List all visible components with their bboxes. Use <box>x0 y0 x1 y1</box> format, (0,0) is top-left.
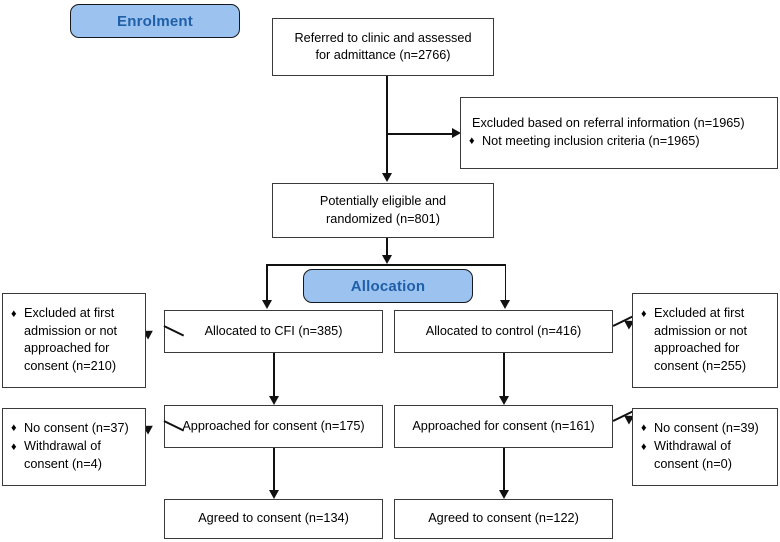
arrowhead-cfi-to-approached <box>268 396 279 405</box>
arrowhead-control-to-approached <box>498 396 509 405</box>
node-excluded-right-text: Excluded at first admission or not appro… <box>654 305 771 375</box>
phase-label-allocation-text: Allocation <box>350 277 426 295</box>
node-excluded-right-bullet: ♦ Excluded at first admission or not app… <box>640 305 771 375</box>
node-noconsent-right-content: ♦ No consent (n=39) ♦ Withdrawal of cons… <box>640 420 771 475</box>
node-noconsent-right: ♦ No consent (n=39) ♦ Withdrawal of cons… <box>632 408 778 486</box>
node-excluded-referral-content: Excluded based on referral information (… <box>468 115 771 151</box>
node-noconsent-left-content: ♦ No consent (n=37) ♦ Withdrawal of cons… <box>10 420 139 475</box>
node-excluded-referral-header: Excluded based on referral information (… <box>472 116 745 130</box>
node-randomized: Potentially eligible and randomized (n=8… <box>272 183 494 238</box>
node-noconsent-left-bullet-2-text: Withdrawal of consent (n=4) <box>24 438 139 473</box>
node-excluded-right: ♦ Excluded at first admission or not app… <box>632 293 778 388</box>
node-referred-to-clinic: Referred to clinic and assessed for admi… <box>272 18 494 76</box>
connector-allocation-split-right <box>504 264 507 304</box>
connector-control-to-approached <box>503 353 505 403</box>
node-allocated-cfi: Allocated to CFI (n=385) <box>164 310 383 353</box>
node-noconsent-right-bullet-1-line-1: No consent (n=39) <box>654 420 759 435</box>
node-excluded-right-content: ♦ Excluded at first admission or not app… <box>640 305 771 376</box>
node-referred-line-1: Referred to clinic and assessed <box>294 30 472 45</box>
node-noconsent-right-bullet-2-line-1: Withdrawal of <box>654 439 731 454</box>
node-noconsent-right-bullet-1-text: No consent (n=39) <box>654 420 771 438</box>
node-excluded-referral-bullet-1: ♦ Not meeting inclusion criteria (n=1965… <box>468 133 771 151</box>
diamond-bullet-icon: ♦ <box>641 422 647 435</box>
diamond-bullet-icon: ♦ <box>11 422 17 435</box>
node-excluded-referral-bullet-1-text: Not meeting inclusion criteria (n=1965) <box>482 133 700 148</box>
node-excluded-left-line-4: consent (n=210) <box>24 358 117 373</box>
node-noconsent-left: ♦ No consent (n=37) ♦ Withdrawal of cons… <box>2 408 146 486</box>
arrowhead-allocation-left <box>261 300 272 309</box>
connector-allocation-split-left <box>266 264 268 304</box>
node-excluded-left-bullet: ♦ Excluded at first admission or not app… <box>10 305 139 375</box>
connector-approached-control-to-agreed <box>503 448 505 492</box>
node-excluded-right-line-1: Excluded at first <box>654 306 745 320</box>
node-randomized-line-2: randomized (n=801) <box>326 211 440 226</box>
node-excluded-left-content: ♦ Excluded at first admission or not app… <box>10 305 139 376</box>
diamond-bullet-icon: ♦ <box>469 135 475 147</box>
arrowhead-approached-cfi-to-agreed <box>268 490 279 499</box>
node-allocated-control-label: Allocated to control (n=416) <box>425 323 582 338</box>
node-randomized-line-1: Potentially eligible and <box>319 194 447 208</box>
node-agreed-cfi-label: Agreed to consent (n=134) <box>198 511 349 526</box>
node-noconsent-right-bullet-1: ♦ No consent (n=39) <box>640 420 771 438</box>
connector-referred-to-excluded <box>386 133 456 135</box>
node-allocated-control: Allocated to control (n=416) <box>394 310 613 353</box>
connector-randomized-stem <box>386 238 388 262</box>
node-excluded-referral: Excluded based on referral information (… <box>460 97 778 169</box>
connector-approached-cfi-to-agreed <box>273 448 275 492</box>
arrowhead-allocation-right <box>500 300 510 309</box>
connector-allocation-split-bar <box>266 264 506 266</box>
node-noconsent-left-bullet-2-line-2: consent (n=4) <box>24 456 102 471</box>
arrowhead-referred-to-excluded <box>452 128 461 138</box>
node-excluded-left-line-2: admission or not <box>24 323 118 338</box>
arrowhead-randomized-stem <box>381 255 392 264</box>
diamond-bullet-icon: ♦ <box>641 307 647 320</box>
node-noconsent-left-bullet-2: ♦ Withdrawal of consent (n=4) <box>10 438 139 473</box>
node-agreed-control-label: Agreed to consent (n=122) <box>428 511 579 526</box>
arrowhead-approached-control-to-agreed <box>498 490 509 499</box>
node-excluded-left: ♦ Excluded at first admission or not app… <box>2 293 146 388</box>
node-noconsent-left-bullet-1: ♦ No consent (n=37) <box>10 420 139 438</box>
node-noconsent-right-bullet-2-text: Withdrawal of consent (n=0) <box>654 438 771 473</box>
node-approached-cfi: Approached for consent (n=175) <box>164 405 383 448</box>
node-approached-cfi-label: Approached for consent (n=175) <box>182 418 365 433</box>
node-excluded-right-line-4: consent (n=255) <box>654 358 747 373</box>
connector-referred-to-randomized <box>386 76 388 175</box>
node-excluded-right-line-3: approached for <box>654 341 740 355</box>
node-excluded-left-line-3: approached for <box>24 341 110 355</box>
node-excluded-left-line-1: Excluded at first <box>24 306 115 320</box>
phase-label-enrolment: Enrolment <box>70 4 240 38</box>
node-approached-control: Approached for consent (n=161) <box>394 405 613 448</box>
node-agreed-cfi: Agreed to consent (n=134) <box>164 499 383 539</box>
diamond-bullet-icon: ♦ <box>11 440 17 453</box>
phase-label-allocation: Allocation <box>303 269 473 303</box>
node-allocated-cfi-label: Allocated to CFI (n=385) <box>204 323 343 338</box>
node-noconsent-right-bullet-2: ♦ Withdrawal of consent (n=0) <box>640 438 771 473</box>
diamond-bullet-icon: ♦ <box>11 307 17 320</box>
node-excluded-right-line-2: admission or not <box>654 323 748 338</box>
phase-label-enrolment-text: Enrolment <box>117 12 193 30</box>
node-referred-line-2: for admittance (n=2766) <box>315 48 451 62</box>
connector-cfi-to-approached <box>273 353 275 403</box>
node-noconsent-right-bullet-2-line-2: consent (n=0) <box>654 456 732 471</box>
node-agreed-control: Agreed to consent (n=122) <box>394 499 613 539</box>
diamond-bullet-icon: ♦ <box>641 440 647 453</box>
node-approached-control-label: Approached for consent (n=161) <box>412 418 595 433</box>
node-noconsent-left-bullet-1-line-1: No consent (n=37) <box>24 420 129 435</box>
node-noconsent-left-bullet-2-line-1: Withdrawal of <box>24 439 101 454</box>
arrowhead-referred-to-randomized <box>381 173 392 182</box>
node-noconsent-left-bullet-1-text: No consent (n=37) <box>24 420 139 438</box>
node-excluded-left-text: Excluded at first admission or not appro… <box>24 305 139 375</box>
